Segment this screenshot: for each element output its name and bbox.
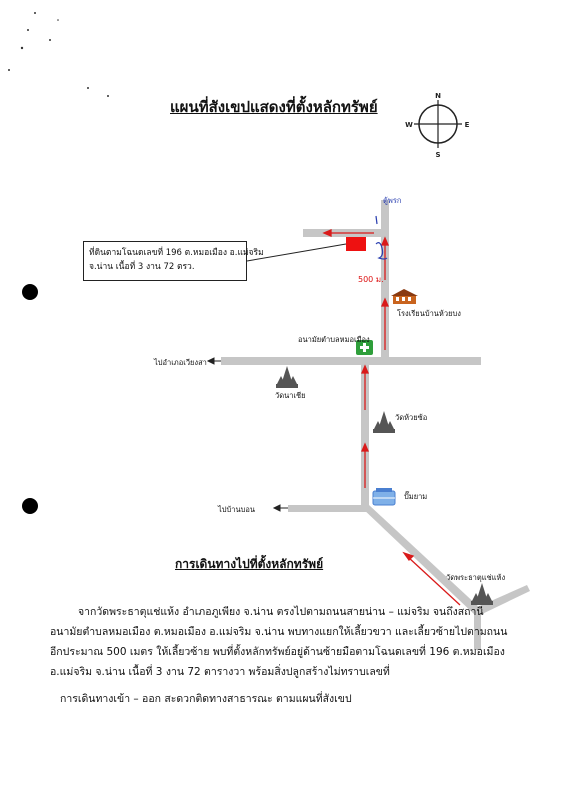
label-distance: 500 ม. bbox=[358, 275, 384, 284]
road-upper-vertical bbox=[381, 200, 389, 362]
label-wat-na-chai: วัดนาเชีย bbox=[275, 391, 305, 400]
property-callout: ที่ดินตามโฉนดเลขที่ 196 ต.หมอเมือง อ.แม่… bbox=[83, 241, 264, 281]
compass-east: E bbox=[465, 121, 470, 129]
compass-south: S bbox=[435, 151, 440, 159]
callout-leader bbox=[246, 243, 347, 262]
school-icon bbox=[391, 289, 418, 304]
binder-hole-top bbox=[22, 284, 38, 300]
route-arrows bbox=[322, 229, 461, 606]
directions-line-4: อ.แม่จริม จ.น่าน เนื้อที่ 3 งาน 72 ตาราง… bbox=[50, 666, 390, 678]
label-wat-huai-so: วัดห้วยซ้อ bbox=[395, 413, 427, 422]
temple-icon-na-chai bbox=[276, 366, 298, 388]
temple-icon-huai-so bbox=[373, 411, 395, 433]
label-gas-station: ปั๊มยาม bbox=[404, 491, 427, 501]
label-to-wiangsa: ไปอำเภอเวียงสา bbox=[153, 358, 207, 367]
label-wat-phra-that: วัดพระธาตุแช่แห้ง bbox=[446, 573, 505, 582]
road-fork-right bbox=[475, 585, 530, 615]
access-note: การเดินทางเข้า – ออก สะดวกติดทางสาธารณะ … bbox=[60, 693, 352, 705]
binder-hole-bottom bbox=[22, 498, 38, 514]
temple-icon-phra-that bbox=[471, 583, 493, 605]
property-marker bbox=[346, 237, 366, 251]
label-health-center: อนามัยตำบลหมอเมือง bbox=[298, 335, 370, 344]
directions-line-3: อีกประมาณ 500 เมตร ให้เลี้ยวซ้าย พบที่ตั… bbox=[50, 646, 505, 658]
compass-north: N bbox=[435, 92, 441, 100]
road-lower-vertical bbox=[361, 360, 369, 510]
directions-title: การเดินทางไปที่ตั้งหลักทรัพย์ bbox=[175, 557, 324, 571]
gas-station-icon bbox=[372, 488, 396, 506]
directions-text: จากวัดพระธาตุแช่แห้ง อำเภอภูเพียง จ.น่าน… bbox=[50, 602, 520, 682]
label-upper-right: ตู้พรก bbox=[383, 196, 401, 205]
property-callout-line2: จ.น่าน เนื้อที่ 3 งาน 72 ตรว. bbox=[89, 262, 195, 272]
directions-line-2: อนามัยตำบลหมอเมือง ต.หมอเมือง อ.แม่จริม … bbox=[50, 626, 508, 638]
road-ban-bon bbox=[288, 505, 368, 512]
health-center-icon bbox=[356, 340, 373, 355]
compass-west: W bbox=[405, 121, 413, 129]
handwritten-marks bbox=[375, 215, 388, 260]
road-fork-south bbox=[474, 608, 481, 650]
directions-line-1: จากวัดพระธาตุแช่แห้ง อำเภอภูเพียง จ.น่าน… bbox=[78, 606, 484, 618]
compass-rose: N S E W bbox=[405, 92, 469, 159]
roads bbox=[221, 200, 530, 650]
road-diagonal bbox=[361, 505, 480, 615]
label-school: โรงเรียนบ้านห้วยบง bbox=[397, 309, 461, 318]
map-title: แผนที่สังเขปแสดงที่ตั้งหลักทรัพย์ bbox=[170, 98, 378, 116]
label-to-ban-bon: ไปบ้านบอน bbox=[217, 505, 255, 514]
property-callout-line1: ที่ดินตามโฉนดเลขที่ 196 ต.หมอเมือง อ.แม่… bbox=[89, 248, 264, 258]
paper-specks bbox=[8, 12, 109, 97]
road-main-horizontal bbox=[221, 357, 481, 365]
